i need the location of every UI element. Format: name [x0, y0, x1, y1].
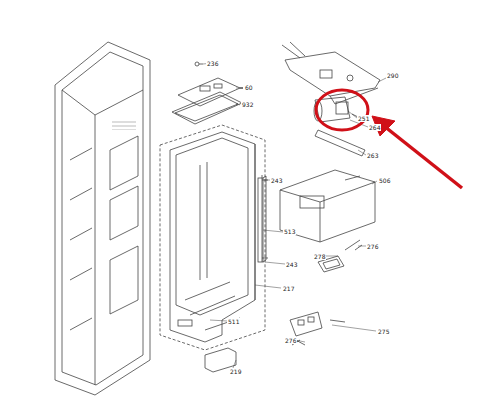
highlight-circle	[316, 90, 368, 130]
leader-lines	[203, 63, 386, 368]
callout-number: 236	[206, 60, 219, 67]
callout-number: 243	[285, 261, 298, 268]
callout-number: 290	[386, 72, 399, 79]
control-parts	[282, 42, 380, 156]
small-parts	[290, 240, 362, 345]
callout-number: 219	[229, 368, 242, 375]
callout-number: 263	[366, 152, 379, 159]
callout-number: 60	[244, 84, 254, 91]
callout-number: 932	[241, 101, 254, 108]
callout-number: 278	[313, 253, 326, 260]
callout-number: 276	[284, 337, 297, 344]
callout-number: 513	[283, 228, 296, 235]
callout-number: 511	[227, 318, 240, 325]
highlight-arrow	[372, 116, 462, 188]
callout-number: 276	[366, 243, 379, 250]
air-duct-housing	[160, 125, 268, 350]
cabinet	[55, 42, 150, 395]
callout-number: 217	[282, 285, 295, 292]
callout-number: 251	[357, 115, 370, 122]
top-parts	[172, 62, 243, 124]
callout-number: 506	[378, 177, 391, 184]
fan-assembly	[280, 170, 375, 242]
callout-number: 275	[377, 328, 390, 335]
callout-number: 264	[368, 124, 381, 131]
callout-number: 243	[270, 177, 283, 184]
